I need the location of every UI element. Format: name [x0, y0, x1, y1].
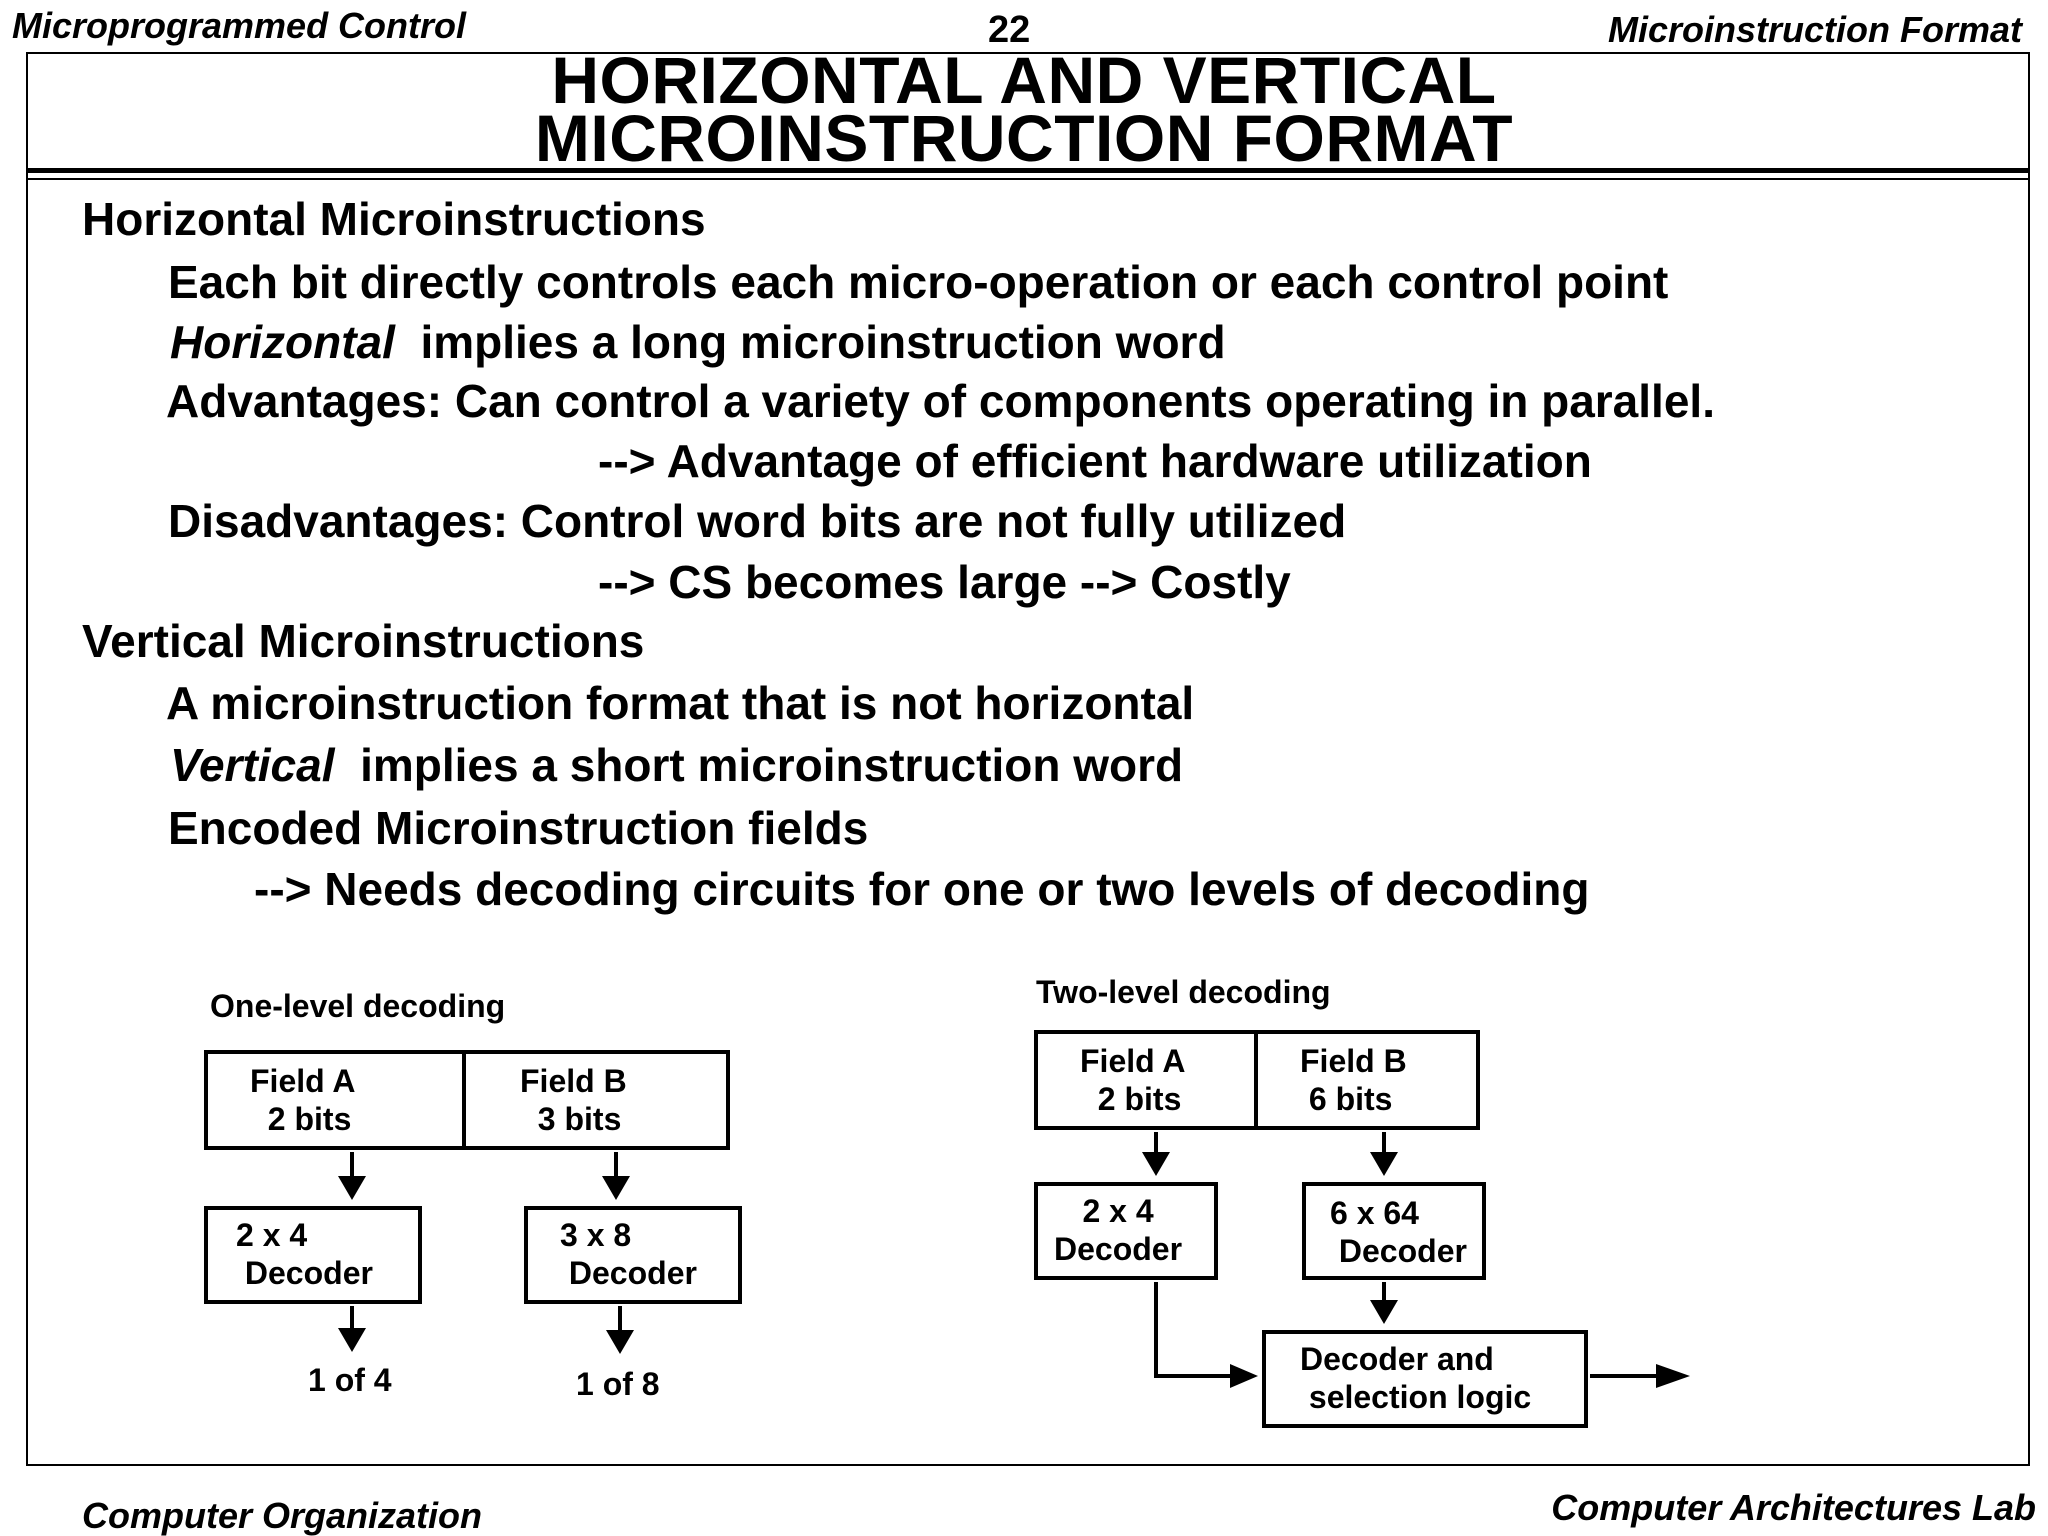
horizontal-italic-term: Horizontal — [170, 316, 395, 368]
two-level-caption: Two-level decoding — [1036, 974, 1331, 1010]
footer-right: Computer Architectures Lab — [1551, 1487, 2036, 1528]
two-level-decoder-a — [1034, 1182, 1218, 1280]
one-level-decoder-a-label: 2 x 4 Decoder — [236, 1217, 373, 1291]
vertical-italic-term: Vertical — [170, 739, 335, 791]
header-left: Microprogrammed Control — [12, 5, 467, 46]
vertical-point-2-rest: implies a short microinstruction word — [334, 739, 1184, 791]
horizontal-heading: Horizontal Microinstructions — [82, 193, 706, 245]
two-level-arrowhead-sel — [1370, 1300, 1398, 1324]
two-level-arrowhead-a — [1142, 1152, 1170, 1176]
page-number: 22 — [988, 9, 1031, 51]
title-rule-thin — [26, 178, 2030, 180]
slide-frame — [26, 52, 2030, 1466]
one-level-decoder-a — [204, 1206, 422, 1304]
footer-left: Computer Organization — [82, 1495, 483, 1536]
two-level-decoder-b-label: 6 x 64 Decoder — [1330, 1195, 1467, 1269]
two-level-arrowhead-elbow — [1230, 1364, 1258, 1388]
two-level-decoder-a-label: 2 x 4 Decoder — [1054, 1193, 1183, 1267]
horizontal-point-2: Horizontal implies a long microinstructi… — [170, 315, 1226, 369]
horizontal-disadvantage-result: --> CS becomes large --> Costly — [598, 556, 1291, 608]
one-level-decoder-b — [524, 1206, 742, 1304]
two-level-decoder-b — [1302, 1182, 1486, 1280]
one-level-output-b: 1 of 8 — [576, 1366, 660, 1402]
one-level-field-b: Field B 3 bits — [520, 1063, 627, 1137]
one-level-arrowhead-out-a — [338, 1328, 366, 1352]
vertical-point-3: Encoded Microinstruction fields — [168, 802, 869, 854]
one-level-arrowhead-b — [602, 1176, 630, 1200]
horizontal-point-1: Each bit directly controls each micro-op… — [168, 256, 1669, 308]
two-level-selection-logic-label: Decoder and selection logic — [1300, 1341, 1532, 1415]
horizontal-point-2-rest: implies a long microinstruction word — [394, 316, 1226, 368]
horizontal-advantages: Advantages: Can control a variety of com… — [166, 375, 1715, 427]
two-level-field-a: Field A 2 bits — [1080, 1043, 1186, 1117]
one-level-caption: One-level decoding — [210, 988, 506, 1024]
one-level-field-a: Field A 2 bits — [250, 1063, 356, 1137]
title-rule-thick — [26, 168, 2030, 173]
vertical-point-2: Vertical implies a short microinstructio… — [170, 738, 1183, 792]
two-level-arrowhead-output — [1656, 1364, 1690, 1388]
vertical-point-4: --> Needs decoding circuits for one or t… — [254, 863, 1590, 915]
slide-title-line1: HORIZONTAL AND VERTICAL — [551, 43, 1497, 117]
two-level-field-b: Field B 6 bits — [1300, 1043, 1407, 1117]
vertical-heading: Vertical Microinstructions — [82, 615, 645, 667]
two-level-field-divider — [1254, 1030, 1258, 1130]
one-level-field-box — [204, 1050, 730, 1150]
vertical-point-1: A microinstruction format that is not ho… — [166, 677, 1195, 729]
one-level-arrowhead-a — [338, 1176, 366, 1200]
one-level-output-a: 1 of 4 — [308, 1362, 392, 1398]
horizontal-advantage-result: --> Advantage of efficient hardware util… — [598, 435, 1592, 487]
two-level-elbow-connector — [1154, 1282, 1234, 1378]
header-right: Microinstruction Format — [1607, 9, 2022, 50]
one-level-field-divider — [462, 1050, 466, 1150]
two-level-selection-logic — [1262, 1330, 1588, 1428]
two-level-arrowhead-b — [1370, 1152, 1398, 1176]
one-level-arrowhead-out-b — [606, 1330, 634, 1354]
one-level-decoder-b-label: 3 x 8 Decoder — [560, 1217, 697, 1291]
horizontal-disadvantages: Disadvantages: Control word bits are not… — [168, 495, 1347, 547]
slide-title-line2: MICROINSTRUCTION FORMAT — [534, 101, 1514, 175]
